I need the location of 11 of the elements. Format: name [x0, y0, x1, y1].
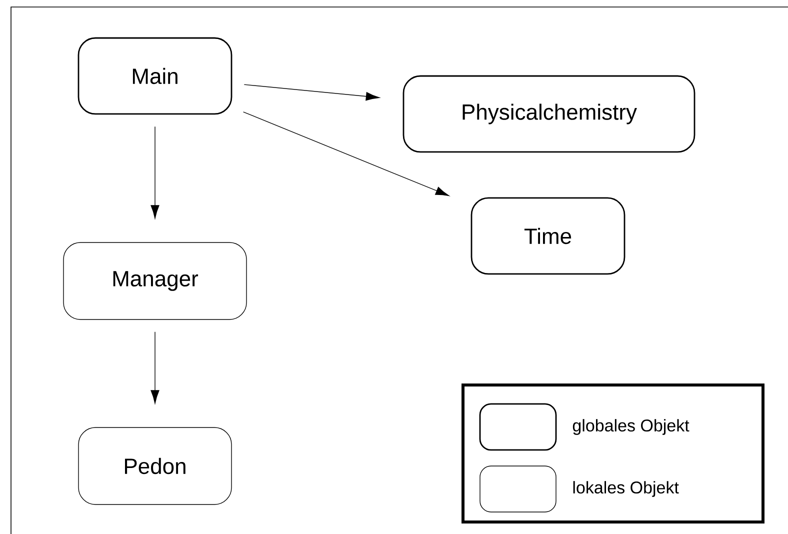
arrow [242, 112, 450, 196]
arrow [150, 331, 160, 404]
arrow [244, 84, 380, 101]
legend-text: lokales Objekt [573, 481, 679, 497]
object-box: Manager [63, 242, 247, 320]
object-box: Main [78, 37, 232, 115]
object-box: Time [470, 197, 626, 275]
arrow [150, 126, 160, 219]
object-box: Physicalchemistry [402, 75, 696, 153]
object-box: Pedon [78, 427, 232, 505]
legend-text: globales Objekt [572, 419, 690, 435]
